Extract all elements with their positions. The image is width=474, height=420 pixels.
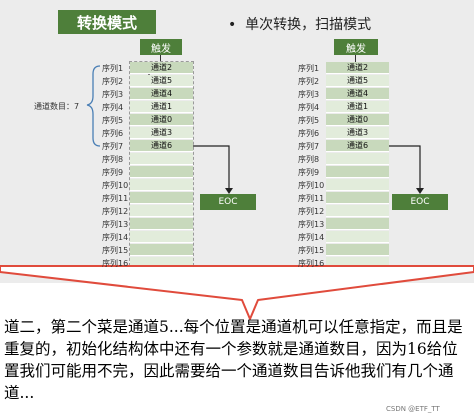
sequence-row-label-right: 序列2 <box>298 77 320 86</box>
sequence-row-label-right: 序列9 <box>298 168 320 177</box>
sequence-row-label-right: 序列5 <box>298 116 320 125</box>
sequence-cell-right <box>326 166 389 178</box>
sequence-row-label-left: 序列4 <box>102 103 124 112</box>
channel-count-label: 通道数目：7 <box>34 102 80 111</box>
sequence-cell-left: 通道1 <box>130 101 193 113</box>
sequence-cell-right: 通道2 <box>326 62 389 74</box>
sequence-row-label-left: 序列11 <box>102 194 129 203</box>
sequence-row-label-right: 序列6 <box>298 129 320 138</box>
sequence-cell-left: 通道3 <box>130 127 193 139</box>
channel-count-brace <box>86 65 101 147</box>
sequence-row-label-right: 序列10 <box>298 181 325 190</box>
sequence-cell-right <box>326 218 389 230</box>
watermark: CSDN @ETF_TT <box>386 405 440 413</box>
sequence-row-label-right: 序列15 <box>298 246 325 255</box>
sequence-cell-left <box>130 192 193 204</box>
sequence-cell-right: 通道3 <box>326 127 389 139</box>
sequence-cell-right <box>326 179 389 191</box>
sequence-cell-left <box>130 218 193 230</box>
eoc-box-left: EOC <box>200 194 256 210</box>
sequence-row-label-left: 序列15 <box>102 246 129 255</box>
sequence-row-label-right: 序列3 <box>298 90 320 99</box>
sequence-row-label-left: 序列5 <box>102 116 124 125</box>
slide-subtitle: • 单次转换，扫描模式 <box>228 14 371 34</box>
eoc-box-right: EOC <box>392 194 448 210</box>
trigger-box-left: 触发 <box>140 39 182 55</box>
sequence-row-label-right: 序列8 <box>298 155 320 164</box>
callout-arrow-shape <box>0 265 474 320</box>
trigger-box-right: 触发 <box>334 39 378 55</box>
sequence-row-label-right: 序列13 <box>298 220 325 229</box>
sequence-row-label-left: 序列1 <box>102 64 124 73</box>
sequence-cell-right <box>326 205 389 217</box>
eoc-connector-left <box>193 145 230 191</box>
sequence-cell-left <box>130 179 193 191</box>
sequence-row-label-left: 序列9 <box>102 168 124 177</box>
sequence-row-label-left: 序列16 <box>102 259 129 268</box>
sequence-row-label-right: 序列11 <box>298 194 325 203</box>
sequence-cell-right <box>326 192 389 204</box>
sequence-row-label-left: 序列3 <box>102 90 124 99</box>
sequence-row-label-right: 序列14 <box>298 233 325 242</box>
eoc-arrowhead-right <box>416 188 424 194</box>
sequence-cell-right: 通道6 <box>326 140 389 152</box>
eoc-connector-right <box>389 145 421 191</box>
sequence-cell-left: 通道5 <box>130 75 193 87</box>
bullet: • <box>228 17 237 33</box>
sequence-cell-left: 通道2 <box>130 62 193 74</box>
annotation-text: 道二，第二个菜是通道5...每个位置是通道机可以任意指定，而且是重复的，初始化结… <box>4 318 463 402</box>
sequence-cell-right <box>326 153 389 165</box>
sequence-row-label-left: 序列13 <box>102 220 129 229</box>
sequence-row-label-right: 序列12 <box>298 207 325 216</box>
trigger-connector-left <box>160 55 161 62</box>
sequence-row-label-right: 序列4 <box>298 103 320 112</box>
sequence-row-label-left: 序列6 <box>102 129 124 138</box>
sequence-row-label-left: 序列8 <box>102 155 124 164</box>
sequence-cell-left: 通道6 <box>130 140 193 152</box>
sequence-cell-left <box>130 205 193 217</box>
sequence-cell-left <box>130 231 193 243</box>
trigger-connector-right <box>355 55 356 62</box>
sequence-row-label-left: 序列14 <box>102 233 129 242</box>
sequence-row-label-left: 序列12 <box>102 207 129 216</box>
slide-title: 转换模式 <box>58 10 156 34</box>
sequence-cell-right: 通道5 <box>326 75 389 87</box>
sequence-cell-left: 通道0 <box>130 114 193 126</box>
sequence-row-label-left: 序列10 <box>102 181 129 190</box>
sequence-row-label-right: 序列16 <box>298 259 325 268</box>
subtitle-text: 单次转换，扫描模式 <box>245 17 372 33</box>
sequence-cell-left <box>130 153 193 165</box>
sequence-cell-right <box>326 231 389 243</box>
sequence-row-label-left: 序列2 <box>102 77 124 86</box>
sequence-cell-left: 通道4 <box>130 88 193 100</box>
sequence-cell-left <box>130 166 193 178</box>
sequence-cell-right: 通道4 <box>326 88 389 100</box>
sequence-row-label-right: 序列1 <box>298 64 320 73</box>
sequence-cell-left <box>130 244 193 256</box>
sequence-row-label-right: 序列7 <box>298 142 320 151</box>
eoc-arrowhead-left <box>225 188 233 194</box>
sequence-cell-right: 通道1 <box>326 101 389 113</box>
sequence-cell-right: 通道0 <box>326 114 389 126</box>
slide-background <box>0 0 474 283</box>
sequence-cell-right <box>326 244 389 256</box>
sequence-row-label-left: 序列7 <box>102 142 124 151</box>
